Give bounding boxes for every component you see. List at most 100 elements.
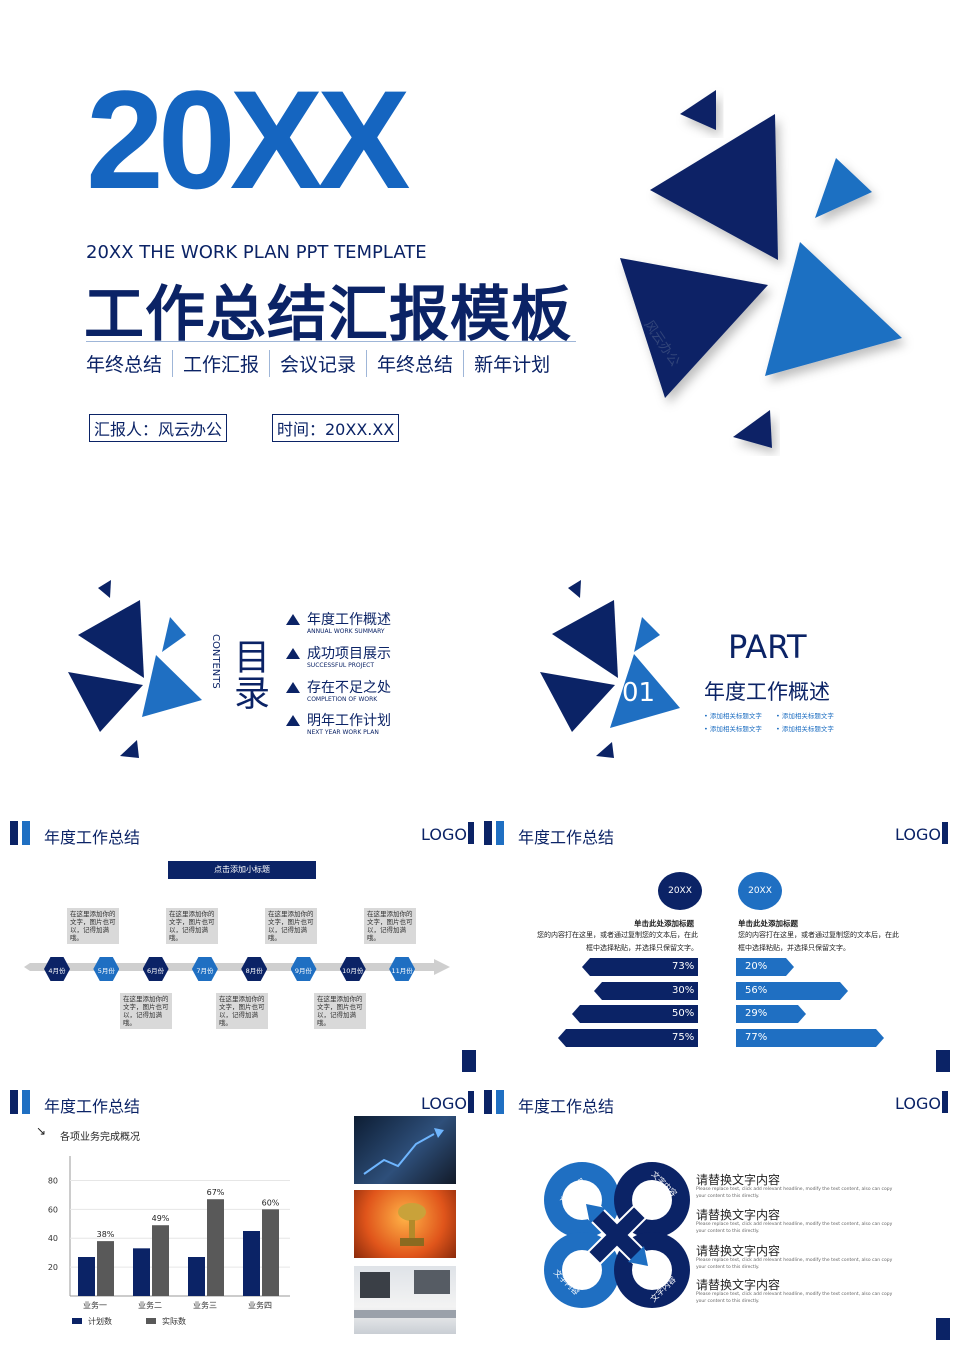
timeline-month-label: 7月份 [196,967,214,975]
timeline-note: 在这里添加你的文字，图片也可以，记得加满哦。 [364,908,416,944]
photo-growth-chart [354,1116,456,1184]
right-value: 29% [745,1008,768,1019]
year-badge-right: 20XX [738,872,782,910]
timeline-note: 在这里添加你的文字，图片也可以，记得加满哦。 [120,993,172,1029]
cover-triangles-graphic: 风云办公 [620,90,902,448]
legend-label: 计划数 [88,1316,112,1326]
header-accent-bar [496,1090,504,1114]
cover-slide: 20XX 20XX THE WORK PLAN PPT TEMPLATE 工作总… [0,0,960,520]
timeline-note: 在这里添加你的文字，图片也可以，记得加满哦。 [314,993,366,1029]
slide-title: 年度工作总结 [518,1097,615,1116]
item-desc: Please replace text, click add relevant … [696,1258,893,1270]
toc-item-subtitle: COMPLETION OF WORK [307,696,378,703]
data-label: 38% [97,1230,115,1239]
left-value: 73% [672,961,695,972]
arrow-icon: ↘ [36,1124,47,1138]
triangle-bullet-icon [286,682,300,693]
timeline-note: 在这里添加你的文字，图片也可以，记得加满哦。 [166,908,218,944]
cover-tag: 会议记录 [269,350,366,377]
part-label: PART [728,628,807,666]
timeline-month-label: 11月份 [391,967,413,975]
triangle-bullet-icon [286,648,300,659]
timeline-note: 在这里添加你的文字，图片也可以，记得加满哦。 [216,993,268,1029]
left-value: 30% [672,985,695,996]
x-tick-label: 业务二 [138,1300,162,1310]
data-label: 49% [152,1214,170,1223]
timeline-month-label: 4月份 [48,967,66,975]
item-desc: Please replace text, click add relevant … [696,1292,893,1304]
slide-title: 年度工作总结 [44,828,141,847]
reporter-box: 汇报人：风云办公 [89,414,228,442]
logo-bar [468,1091,474,1113]
legend-swatch [72,1318,82,1324]
part-bullet: • 添加相关标题文字 [776,725,834,733]
item-title: 请替换文字内容 [696,1208,781,1222]
subtitle-banner[interactable]: 点击添加小标题 [168,861,316,879]
cover-subtitle-en: 20XX THE WORK PLAN PPT TEMPLATE [86,242,427,263]
timeline-month-label: 9月份 [294,967,313,975]
bar-plan [78,1257,95,1296]
part-number: 01 [622,678,656,708]
bar-chart: 2040608038%业务一49%业务二67%业务三60%业务四计划数实际数 [48,1156,290,1326]
logo-bar [942,1091,948,1113]
header-accent-bar [10,821,18,845]
timeline-month-label: 10月份 [342,967,364,975]
logo-text: LOGO [895,1094,941,1113]
header-accent-bar [22,821,30,845]
bar-plan [188,1257,205,1296]
logo-bar [468,822,474,844]
right-value: 77% [745,1032,768,1043]
bar-actual [152,1225,169,1296]
header-accent-bar [496,821,504,845]
bar-actual [207,1199,224,1296]
legend-swatch [146,1318,156,1324]
part-title: 年度工作概述 [704,680,830,704]
photo-meeting [354,1266,456,1334]
x-tick-label: 业务一 [83,1300,107,1310]
cover-tags: 年终总结 工作汇报 会议记录 年终总结 新年计划 [86,350,560,377]
item-title: 请替换文字内容 [696,1278,781,1292]
part-bullet: • 添加相关标题文字 [776,712,834,720]
cover-tag: 新年计划 [463,350,560,377]
y-tick-label: 20 [48,1263,58,1272]
item-title: 请替换文字内容 [696,1244,781,1258]
timeline-node: 10月份 [339,957,366,981]
timeline-month-label: 6月份 [147,967,165,975]
x-tick-label: 业务四 [248,1300,272,1310]
triangle-bullet-icon [286,715,300,726]
cover-title: 工作总结汇报模板 [84,280,572,350]
chart-subtitle: 各项业务完成概况 [60,1132,140,1143]
slide-title: 年度工作总结 [44,1097,141,1116]
time-box: 时间：20XX.XX [272,414,400,442]
y-tick-label: 60 [48,1205,58,1214]
right-value: 56% [745,985,768,996]
triangle-bullet-icon [286,614,300,625]
toc-item-subtitle: NEXT YEAR WORK PLAN [307,729,379,736]
toc-triangles-graphic [68,580,202,758]
compare-slide: 年度工作总结 LOGO 20XX 20XX 单击此处添加标题 您的内容打在这里，… [480,810,960,1080]
toc-item-subtitle: ANNUAL WORK SUMMARY [307,628,385,635]
timeline-note: 在这里添加你的文字，图片也可以，记得加满哦。 [265,908,317,944]
toc-item-title: 年度工作概述 [307,612,391,628]
timeline-node: 9月份 [290,957,317,981]
cycle-diagram: 文字内容 文字内容 文字内容 文字内容 [544,1162,690,1308]
toc-title-cn: 目录 [228,638,269,710]
timeline-month-label: 5月份 [97,967,115,975]
data-label: 67% [207,1188,225,1197]
y-tick-label: 80 [48,1176,58,1185]
timeline-axis [24,959,450,975]
toc-item-title: 成功项目展示 [307,646,391,662]
logo-text: LOGO [421,825,467,844]
header-accent-bar [10,1090,18,1114]
cover-tag: 工作汇报 [172,350,269,377]
right-heading: 单击此处添加标题 [738,919,798,928]
right-value: 20% [745,961,768,972]
header-accent-bar [22,1090,30,1114]
left-value: 75% [672,1032,695,1043]
cover-tag: 年终总结 [366,350,463,377]
photo-trophy [354,1190,456,1258]
timeline-node: 11月份 [389,957,416,981]
bar-plan [243,1231,260,1296]
